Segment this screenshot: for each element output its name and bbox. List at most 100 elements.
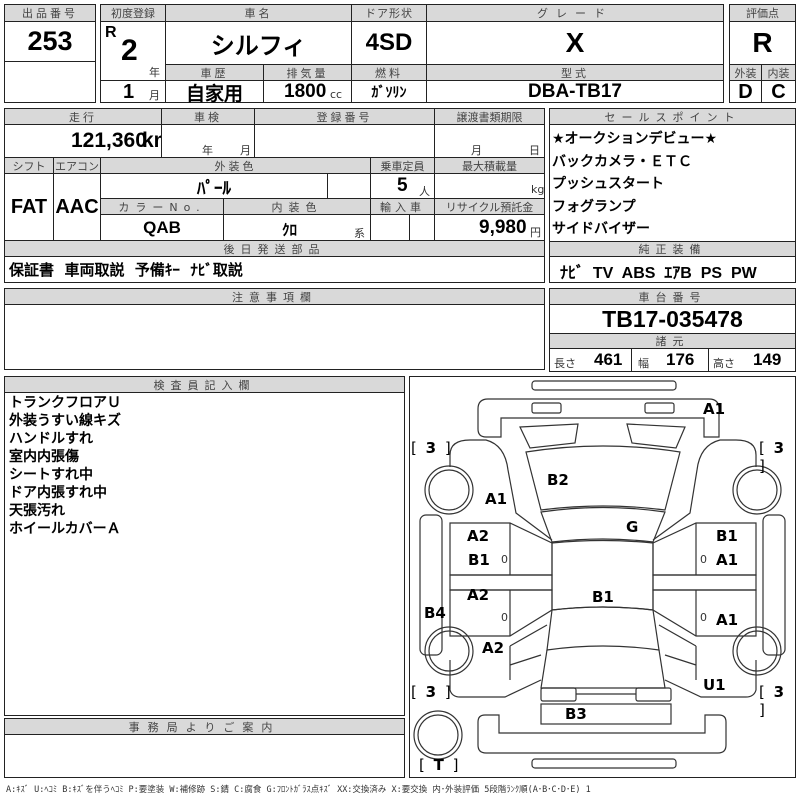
inspector-box: 検査員記入欄 トランクフロアＵ 外装うすい線キズ ハンドルすれ 室内内張傷 シー… <box>4 376 405 716</box>
mark-right-front-door-bottom: A1 <box>716 551 739 569</box>
windshield <box>539 506 666 543</box>
max-load-unit: kg <box>531 183 544 196</box>
int-color-suffix: 系 <box>354 227 365 240</box>
spec-length: 461 <box>594 350 623 369</box>
mark-roof: B1 <box>592 588 614 606</box>
tire-front-left-value: 3 <box>425 439 439 457</box>
tire-rear-right-value: 3 <box>773 683 787 701</box>
interior-score-label: 内装 <box>762 65 795 81</box>
notes-label: 注意事項欄 <box>5 289 544 305</box>
car-name: シルフィ <box>166 22 352 65</box>
right-rocker <box>761 513 786 656</box>
tail-lamp-left <box>539 686 577 702</box>
tire-rear-left-rating: [ 3 ] <box>411 683 453 701</box>
int-color-cell: ｸﾛ 系 <box>224 215 371 241</box>
tire-front-left-rating: [ 3 ] <box>411 439 453 457</box>
inspection-year-unit: 年 <box>202 144 213 157</box>
headlight-right <box>625 422 686 449</box>
rear-bumper <box>476 713 727 754</box>
import-label: 輸入車 <box>371 199 435 215</box>
front-bumper <box>476 397 720 438</box>
inspector-note: 外装うすい線キズ <box>9 413 121 429</box>
history-label: 車歴 <box>166 65 264 81</box>
zero-right-rear: 0 <box>700 611 707 624</box>
max-load-label: 最大積載量 <box>435 158 544 174</box>
mark-left-front-door-bottom: B1 <box>468 551 490 569</box>
score-label: 評価点 <box>730 5 795 22</box>
tire-front-right-rating: [ 3 ] <box>759 439 787 475</box>
spec-height: 149 <box>753 350 782 369</box>
shift-label: シフト <box>5 158 54 174</box>
fuel: ｶﾞｿﾘﾝ <box>352 81 427 103</box>
mark-trunk: B3 <box>565 705 587 723</box>
chassis-label: 車台番号 <box>550 289 795 305</box>
front-grille-strip <box>530 379 677 391</box>
transfer-label: 譲渡書類期限 <box>435 109 544 125</box>
int-color-label: 内装色 <box>224 199 371 215</box>
notes-box: 注意事項欄 <box>4 288 545 370</box>
right-rear-fender <box>658 623 757 698</box>
inspector-note: 天張汚れ <box>9 503 65 519</box>
exterior-score: D <box>730 81 762 103</box>
model-code: DBA-TB17 <box>528 81 622 102</box>
car-outline-diagram <box>412 379 786 769</box>
overall-score: R <box>730 22 795 65</box>
ext-color-extra <box>328 174 371 199</box>
door-label: ドア形状 <box>352 5 427 22</box>
specs-label: 諸元 <box>550 334 795 349</box>
inspector-note: ハンドルすれ <box>9 431 93 447</box>
chassis-number: TB17-035478 <box>550 305 795 334</box>
legend: A:ｷｽﾞ U:ﾍｺﾐ B:ｷｽﾞを伴うﾍｺﾐ P:要塗装 W:補修跡 S:錆 … <box>6 785 591 795</box>
inspection-label: 車検 <box>162 109 255 125</box>
capacity-cell: 5 人 <box>371 174 435 199</box>
later-parts-label: 後日発送部品 <box>5 241 544 257</box>
registration-number <box>255 125 435 158</box>
first-reg-label: 初度登録 <box>101 5 166 22</box>
first-reg-month-unit: 月 <box>149 89 160 102</box>
sales-points-list: ★オークションデビュー★ バックカメラ・ＥＴＣ プッシュスタート フォグランプ … <box>552 128 792 241</box>
transfer-month-unit: 月 <box>471 144 482 157</box>
tire-front-left <box>423 464 474 515</box>
office-box: 事務局よりご案内 <box>4 718 405 778</box>
score-box: 評価点 R 外装 内装 D C <box>729 4 796 103</box>
lot-number: 253 <box>5 22 95 62</box>
tire-rear-left-value: 3 <box>425 683 439 701</box>
first-reg-year: 2 <box>121 34 138 67</box>
mark-right-rear-fender: U1 <box>703 676 726 694</box>
headlight-left <box>518 422 579 449</box>
displacement: 1800 <box>284 81 327 102</box>
spec-height-label: 高さ <box>713 357 735 370</box>
first-reg-month-cell: 1 月 <box>101 81 166 103</box>
displacement-cell: 1800 cc <box>264 81 352 103</box>
tail-lamp-right <box>634 686 672 702</box>
right-front-door <box>651 521 757 576</box>
tire-rear-right-rating: [ 3 ] <box>759 683 787 719</box>
displacement-unit: cc <box>330 88 343 101</box>
right-rear-door <box>651 588 757 637</box>
tire-front-right <box>731 464 782 515</box>
sales-points-label: セールスポイント <box>550 109 795 125</box>
rear-window <box>545 605 660 651</box>
mark-front-left-fender: A1 <box>485 490 508 508</box>
left-rear-fender <box>448 623 547 698</box>
mark-hood: B2 <box>547 471 569 489</box>
left-front-door <box>448 521 553 576</box>
recycle-label: リサイクル預託金 <box>435 199 544 215</box>
fog-lamp-right <box>643 401 675 414</box>
inspector-note: ホイールカバーＡ <box>9 521 121 537</box>
chassis-box: 車台番号 TB17-035478 諸元 長さ 461 幅 176 高さ 149 <box>549 288 796 372</box>
zero-left-rear: 0 <box>501 611 508 624</box>
inspector-label: 検査員記入欄 <box>5 377 404 393</box>
sales-points-box: セールスポイント ★オークションデビュー★ バックカメラ・ＥＴＣ プッシュスター… <box>549 108 796 283</box>
inspector-note: 室内内張傷 <box>9 449 79 465</box>
front-right-fender <box>652 438 757 540</box>
mark-right-front-door-top: B1 <box>716 527 738 545</box>
aircon: AAC <box>54 174 101 241</box>
zero-left-front: 0 <box>501 553 508 566</box>
aircon-label: エアコン <box>54 158 101 174</box>
capacity-label: 乗車定員 <box>371 158 435 174</box>
history: 自家用 <box>166 81 264 103</box>
rear-strip <box>530 757 677 769</box>
sales-point: ★オークションデビュー★ <box>552 131 718 147</box>
first-reg-year-unit: 年 <box>149 66 160 79</box>
